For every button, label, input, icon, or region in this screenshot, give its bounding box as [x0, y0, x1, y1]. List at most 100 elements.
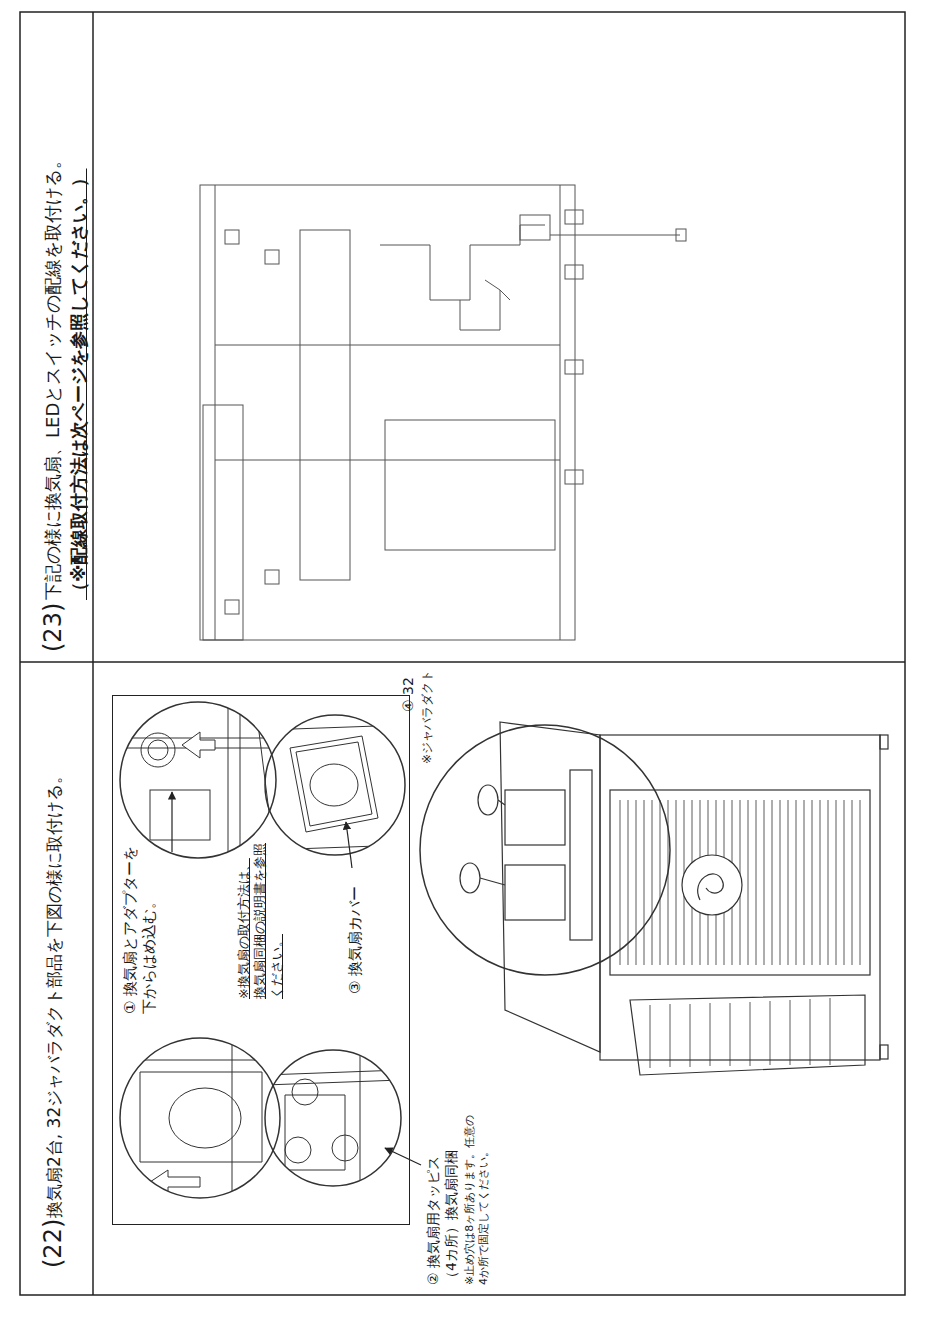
- detail-circle: [265, 725, 405, 730]
- detail-circle: [120, 702, 276, 858]
- wiring-diagram: [225, 600, 239, 614]
- wiring-diagram: [200, 185, 575, 640]
- detail-circle: [290, 736, 378, 832]
- wiring-diagram: [550, 235, 680, 236]
- cabinet-illustration: [650, 1005, 651, 1068]
- wiring-diagram: [565, 210, 583, 224]
- detail-circle: [169, 1088, 241, 1148]
- cabinet-illustration: [460, 863, 480, 893]
- detail-circle: [265, 1050, 401, 1186]
- section-cell: (22)換気扇2台, 32ジャバラダクト部品を下図の様に取付ける。 ① 換気扇とア…: [18, 662, 905, 1290]
- detail-circle: [285, 1095, 345, 1170]
- wiring-diagram: [460, 290, 500, 330]
- cabinet-illustration: [570, 770, 592, 940]
- cabinet-illustration: [828, 800, 829, 965]
- leader-arrow: [385, 1148, 421, 1165]
- wiring-diagram: [215, 185, 216, 640]
- wiring-diagram: [565, 265, 583, 279]
- leader-arrow: [346, 822, 352, 868]
- cabinet-illustration: [500, 722, 600, 1052]
- cabinet-illustration: [790, 1000, 791, 1065]
- cabinet-illustration: [788, 800, 789, 965]
- detail-circle: [360, 1050, 361, 1186]
- cabinet-illustration: [682, 855, 742, 915]
- wiring-diagram: [300, 230, 350, 580]
- cabinet-illustration: [420, 725, 670, 975]
- detail-circle: [265, 1080, 401, 1085]
- cabinet-illustration: [478, 785, 498, 815]
- cabinet-illustration: [852, 800, 853, 965]
- wiring-diagram: [215, 345, 560, 346]
- detail-circle: [120, 1038, 280, 1198]
- detail-circle: [292, 1079, 318, 1105]
- callout-label: ③ 換気扇カバー: [346, 864, 365, 994]
- detail-circle: [120, 1038, 280, 1200]
- leader-arrow: [172, 792, 421, 1165]
- cabinet-illustration: [636, 800, 637, 965]
- step-heading: 換気扇2台, 32ジャバラダクト部品を下図の様に取付ける。: [44, 668, 65, 1218]
- wiring-diagram: [200, 185, 686, 640]
- cabinet-illustration: [480, 878, 505, 885]
- detail-circle: [265, 845, 405, 850]
- cabinet-illustration: [690, 1004, 691, 1067]
- wiring-diagram: [565, 360, 583, 374]
- cabinet-illustration: [820, 800, 821, 965]
- step-number: (22): [38, 1218, 68, 1268]
- detail-circle: [332, 1135, 358, 1161]
- cabinet-illustration: [630, 995, 865, 1075]
- detail-circle: [265, 725, 405, 850]
- page-frame: [20, 661, 905, 663]
- wiring-diagram: [225, 230, 239, 244]
- page-frame: [92, 12, 94, 1295]
- detail-box: ① 換気扇とアダプターを 下からはめ込む。※換気扇の取付方法は、 換気扇同梱の説…: [112, 695, 410, 1225]
- detail-circle: [265, 1070, 401, 1075]
- detail-circle: [141, 733, 175, 767]
- cabinet-illustration: [652, 800, 653, 965]
- cabinet-illustration: [730, 1003, 731, 1066]
- cabinet-illustration: [668, 800, 669, 965]
- cabinet-illustration: [812, 800, 813, 965]
- cabinet-illustration: [764, 800, 765, 965]
- wiring-diagram: [560, 185, 561, 640]
- wiring-diagram: [520, 215, 550, 240]
- detail-circle: [150, 1170, 200, 1194]
- step-note: ① 換気扇とアダプターを 下からはめ込む。: [121, 829, 159, 1014]
- cabinet-illustration: [750, 1002, 751, 1066]
- leader-arrow: [171, 792, 172, 852]
- detail-circle: [310, 764, 358, 806]
- cabinet-illustration: [600, 735, 880, 1060]
- cabinet-illustration: [772, 800, 773, 965]
- callout-label: ② 換気扇用タッピス （4カ所）換気扇同梱: [425, 1120, 460, 1285]
- wiring-diagram: [676, 229, 686, 241]
- cabinet-illustration: [698, 874, 724, 900]
- section-cell: (23)下記の様に換気扇、LEDとスイッチの配線を取付ける。（※配線取付方法は次…: [18, 12, 905, 662]
- cabinet-illustration: [770, 1001, 771, 1065]
- cabinet-illustration: [860, 800, 861, 965]
- cabinet-illustration: [620, 800, 860, 965]
- page-frame: [20, 12, 905, 1295]
- cabinet-illustration: [650, 998, 830, 1068]
- detail-circle: [265, 1050, 401, 1186]
- part-name: ※ジャバラダクト: [420, 664, 435, 764]
- cabinet-illustration: [810, 999, 811, 1065]
- cabinet-illustration: [644, 800, 645, 965]
- step-heading: 下記の様に換気扇、LEDとスイッチの配線を取付ける。: [42, 20, 65, 600]
- wiring-diagram: [485, 280, 510, 300]
- cabinet-illustration: [880, 1045, 888, 1059]
- reference-note: （※配線取付方法は次ページを参照してください。）: [68, 20, 91, 600]
- wiring-diagram: [385, 420, 555, 550]
- cabinet-illustration: [836, 800, 837, 965]
- detail-circle: [140, 1072, 262, 1162]
- cabinet-illustration: [628, 800, 629, 965]
- cabinet-illustration: [670, 1004, 671, 1067]
- cabinet-illustration: [620, 800, 621, 965]
- cabinet-illustration: [676, 800, 677, 965]
- detail-circle: [148, 740, 168, 760]
- cabinet-illustration: [796, 800, 797, 965]
- detail-circle: [296, 742, 372, 826]
- cabinet-illustration: [610, 790, 870, 975]
- detail-circle: [150, 790, 210, 840]
- detail-circle: [240, 690, 241, 870]
- cabinet-illustration: [756, 800, 757, 965]
